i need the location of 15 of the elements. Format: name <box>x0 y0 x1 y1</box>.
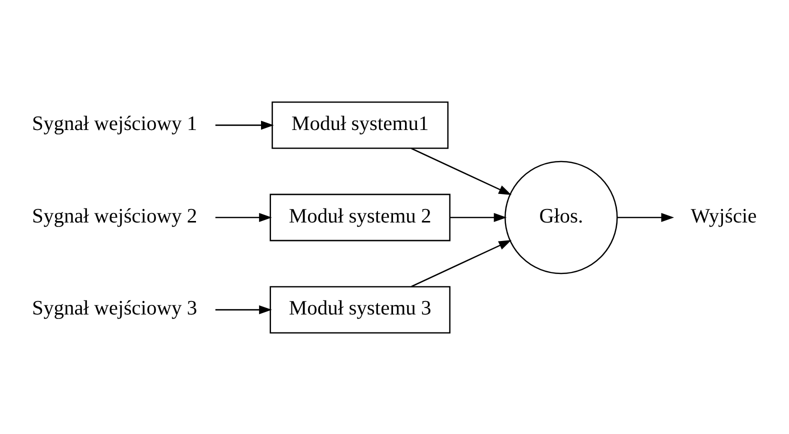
arrow <box>411 147 512 195</box>
node-circle: Głos. <box>504 160 618 274</box>
arrow <box>215 212 272 222</box>
node-text: Sygnał wejściowy 3 <box>32 297 198 320</box>
node-text: Sygnał wejściowy 1 <box>32 112 198 135</box>
node-box: Moduł systemu 2 <box>270 193 450 241</box>
node-box: Moduł systemu 3 <box>270 286 450 333</box>
arrow <box>215 120 274 130</box>
arrow <box>618 212 674 222</box>
arrow <box>450 212 507 222</box>
node-text: Wyjście <box>690 204 757 227</box>
arrow <box>215 304 272 314</box>
arrow <box>411 239 512 287</box>
node-text: Sygnał wejściowy 2 <box>32 204 198 227</box>
node-box: Moduł systemu1 <box>272 101 449 148</box>
